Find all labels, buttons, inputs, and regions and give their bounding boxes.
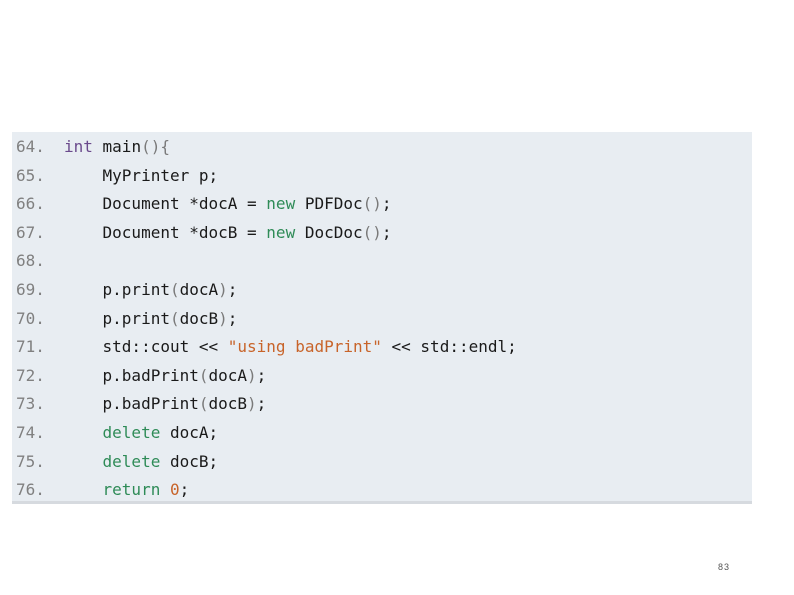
line-number: 70. [16,308,45,328]
code-token: ; [179,480,190,500]
line-number: 74. [16,423,45,442]
code-token [64,480,103,499]
code-token: MyPrinter p; [64,165,219,185]
code-token: PDFDoc [295,194,363,214]
code-line: 65. MyPrinter p; [12,162,752,190]
code-token: () [362,194,382,214]
code-token: ; [381,194,392,214]
code-token: p.print [64,308,170,328]
code-token [64,423,103,442]
code-token: docB [179,308,219,328]
line-number: 64. [16,137,45,156]
code-text: p.print(docB); [64,305,238,333]
code-token: ) [218,308,228,328]
code-token: 0 [169,480,180,500]
line-number: 75. [16,451,45,471]
code-token: new [266,222,296,242]
code-token: delete [102,423,161,442]
code-token: p.print [64,280,170,299]
code-token: docA [208,365,248,385]
line-number: 66. [16,194,45,214]
code-token: ( [169,308,180,328]
code-token: docB [208,394,248,414]
code-text: MyPrinter p; [64,162,219,190]
code-line: 72. p.badPrint(docA); [12,362,752,390]
code-text: delete docA; [64,419,219,447]
code-token: p.badPrint [64,365,199,385]
line-number: 67. [16,222,45,242]
code-text: return 0; [64,476,190,504]
line-number: 65. [16,165,45,185]
code-token: ) [247,394,257,414]
code-line: 71. std::cout << "using badPrint" << std… [12,333,752,361]
code-token: ( [169,280,180,299]
code-token: ) [247,365,257,385]
code-line: 73. p.badPrint(docB); [12,390,752,418]
code-token: Document *docA = [64,194,267,214]
code-token: ; [256,365,267,385]
code-token: delete [102,451,161,471]
code-token: new [266,194,296,214]
code-token [64,452,103,471]
code-token: ( [198,365,209,385]
code-token: (){ [141,137,170,156]
code-token: ; [227,280,238,299]
code-token: "using badPrint" [227,337,382,357]
code-line: 69. p.print(docA); [12,276,752,304]
code-line: 76. return 0; [12,476,752,504]
line-number: 73. [16,394,45,414]
code-line: 74. delete docA; [12,419,752,447]
code-line: 67. Document *docB = new DocDoc(); [12,219,752,247]
line-number: 76. [16,480,45,500]
code-text: delete docB; [64,448,219,476]
code-token: docA [179,280,219,299]
code-token: ; [227,308,238,328]
code-text: Document *docB = new DocDoc(); [64,219,392,247]
code-token: docA; [160,423,219,442]
code-token: int [64,137,93,156]
line-number: 68. [16,251,45,271]
code-text: p.print(docA); [64,276,238,304]
page-number: 83 [718,562,731,572]
code-line: 75. delete docB; [12,448,752,476]
code-token: DocDoc [295,222,363,242]
code-text: p.badPrint(docB); [64,390,267,418]
line-number: 72. [16,365,45,385]
code-line: 70. p.print(docB); [12,305,752,333]
code-token: ; [381,222,392,242]
code-token: docB; [160,451,219,471]
line-number: 71. [16,337,45,357]
code-token [160,480,170,499]
code-listing: 64.int main(){65. MyPrinter p;66. Docume… [12,132,752,504]
code-line: 64. int main(){ [12,133,752,161]
code-token: ; [256,394,267,414]
code-token: main [92,137,142,156]
code-text: p.badPrint(docA); [64,362,267,390]
code-line: 66. Document *docA = new PDFDoc(); [12,190,752,218]
code-token: return [102,480,161,500]
code-token: () [362,222,382,242]
line-number: 69. [16,280,45,299]
code-token: Document *docB = [64,222,267,242]
code-token: ) [218,280,228,299]
code-line: 68. [12,247,752,275]
code-token: ( [198,394,209,414]
code-token: std::cout << [64,337,228,357]
code-text: std::cout << "using badPrint" << std::en… [64,333,517,361]
code-text: Document *docA = new PDFDoc(); [64,190,392,218]
code-token: p.badPrint [64,394,199,414]
code-text: int main(){ [64,133,170,161]
code-token: << std::endl; [381,337,517,357]
